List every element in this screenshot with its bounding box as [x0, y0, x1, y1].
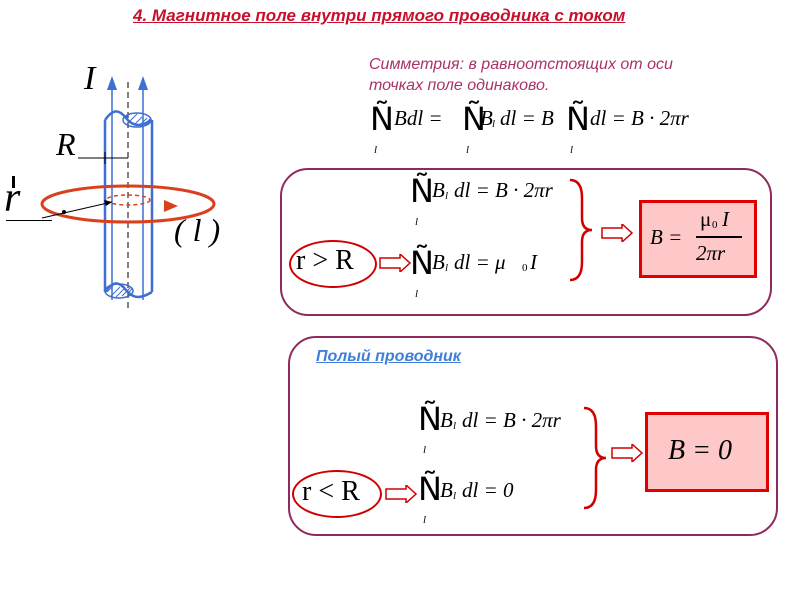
conductor-diagram — [40, 76, 216, 312]
eq1-sub: l — [445, 190, 449, 202]
formula-part2: B — [480, 106, 493, 130]
contour-subscript: l — [415, 288, 419, 300]
contour-ellipse — [40, 184, 216, 224]
condition-inside: r < R — [302, 476, 360, 507]
section2-eq2: Ñ l B l dl = 0 — [418, 470, 618, 530]
eq1-sub: l — [453, 420, 457, 432]
formula-part1: Bdl = — [394, 106, 443, 130]
implies-arrow-icon — [611, 444, 644, 462]
contour-subscript: l — [466, 144, 470, 156]
eq1-rest: dl = B · 2πr — [454, 178, 553, 202]
formula-part2-sub: l — [492, 118, 496, 130]
formula-part4: dl = B · 2πr — [590, 106, 689, 130]
integral-icon: Ñ — [370, 100, 394, 138]
result-den: 2πr — [696, 241, 726, 265]
result-box-outside: B = μ 0 I 2πr — [639, 200, 757, 278]
eq2-B: B — [432, 250, 445, 274]
hollow-case-box — [288, 336, 778, 536]
brace-icon — [569, 178, 593, 282]
eq2-mu-sub: 0 — [522, 262, 528, 274]
eq1-rest: dl = B · 2πr — [462, 408, 561, 432]
top-cut — [103, 110, 153, 127]
condition-outside-ellipse — [289, 240, 377, 288]
integral-icon: Ñ — [566, 100, 590, 138]
eq2-sub: l — [453, 490, 457, 502]
integral-icon: Ñ — [418, 470, 442, 508]
contour-subscript: l — [423, 444, 427, 456]
formula-part3: dl = B — [500, 106, 554, 130]
integral-icon: Ñ — [462, 100, 486, 138]
contour-subscript: l — [415, 216, 419, 228]
result-num-I: I — [722, 207, 729, 231]
symmetry-text: Симметрия: в равноотстоящих от оси точка… — [369, 56, 673, 94]
current-label: I — [84, 60, 96, 97]
condition-inside-ellipse — [292, 470, 382, 518]
contour-subscript: l — [423, 514, 427, 526]
eq2-rest: dl = 0 — [462, 478, 514, 502]
outside-case-box — [280, 168, 772, 316]
radius-label: R — [56, 126, 76, 162]
result-lhs: B = — [650, 225, 683, 249]
top-formula: Ñ l Bdl = Ñ l B l dl = B Ñ l dl = B · 2π… — [368, 100, 728, 164]
result-num-sub: 0 — [712, 219, 718, 231]
r-vector — [41, 201, 113, 219]
eq2-rest: dl = μ — [454, 250, 506, 274]
eq1-B: B — [440, 408, 453, 432]
integral-icon: Ñ — [410, 172, 434, 210]
slide-title: 4. Магнитное поле внутри прямого проводн… — [133, 6, 626, 25]
implies-arrow-icon — [379, 254, 412, 272]
result-num-mu: μ — [700, 207, 712, 231]
condition-outside: r > R — [296, 245, 354, 276]
integral-icon: Ñ — [410, 244, 434, 282]
r-label: r — [4, 175, 21, 221]
brace-icon — [583, 406, 607, 510]
section1-eq1: Ñ l B l dl = B · 2πr — [410, 172, 610, 232]
eq2-B: B — [440, 478, 453, 502]
eq2-I: I — [530, 250, 537, 274]
implies-arrow-icon — [385, 485, 418, 503]
section1-eq2: Ñ l B l dl = μ 0 I — [410, 244, 610, 304]
result-box-hollow: B = 0 — [645, 412, 769, 492]
contour-subscript: l — [570, 144, 574, 156]
integral-icon: Ñ — [418, 400, 442, 438]
contour-label: ( l ) — [174, 212, 221, 248]
hollow-heading: Полый проводник — [316, 348, 461, 365]
implies-arrow-icon — [601, 224, 634, 242]
contour-subscript: l — [374, 144, 378, 156]
eq2-sub: l — [445, 262, 449, 274]
result-hollow: B = 0 — [668, 435, 732, 466]
section2-eq1: Ñ l B l dl = B · 2πr — [418, 400, 618, 460]
eq1-B: B — [432, 178, 445, 202]
fraction-bar — [696, 236, 742, 238]
